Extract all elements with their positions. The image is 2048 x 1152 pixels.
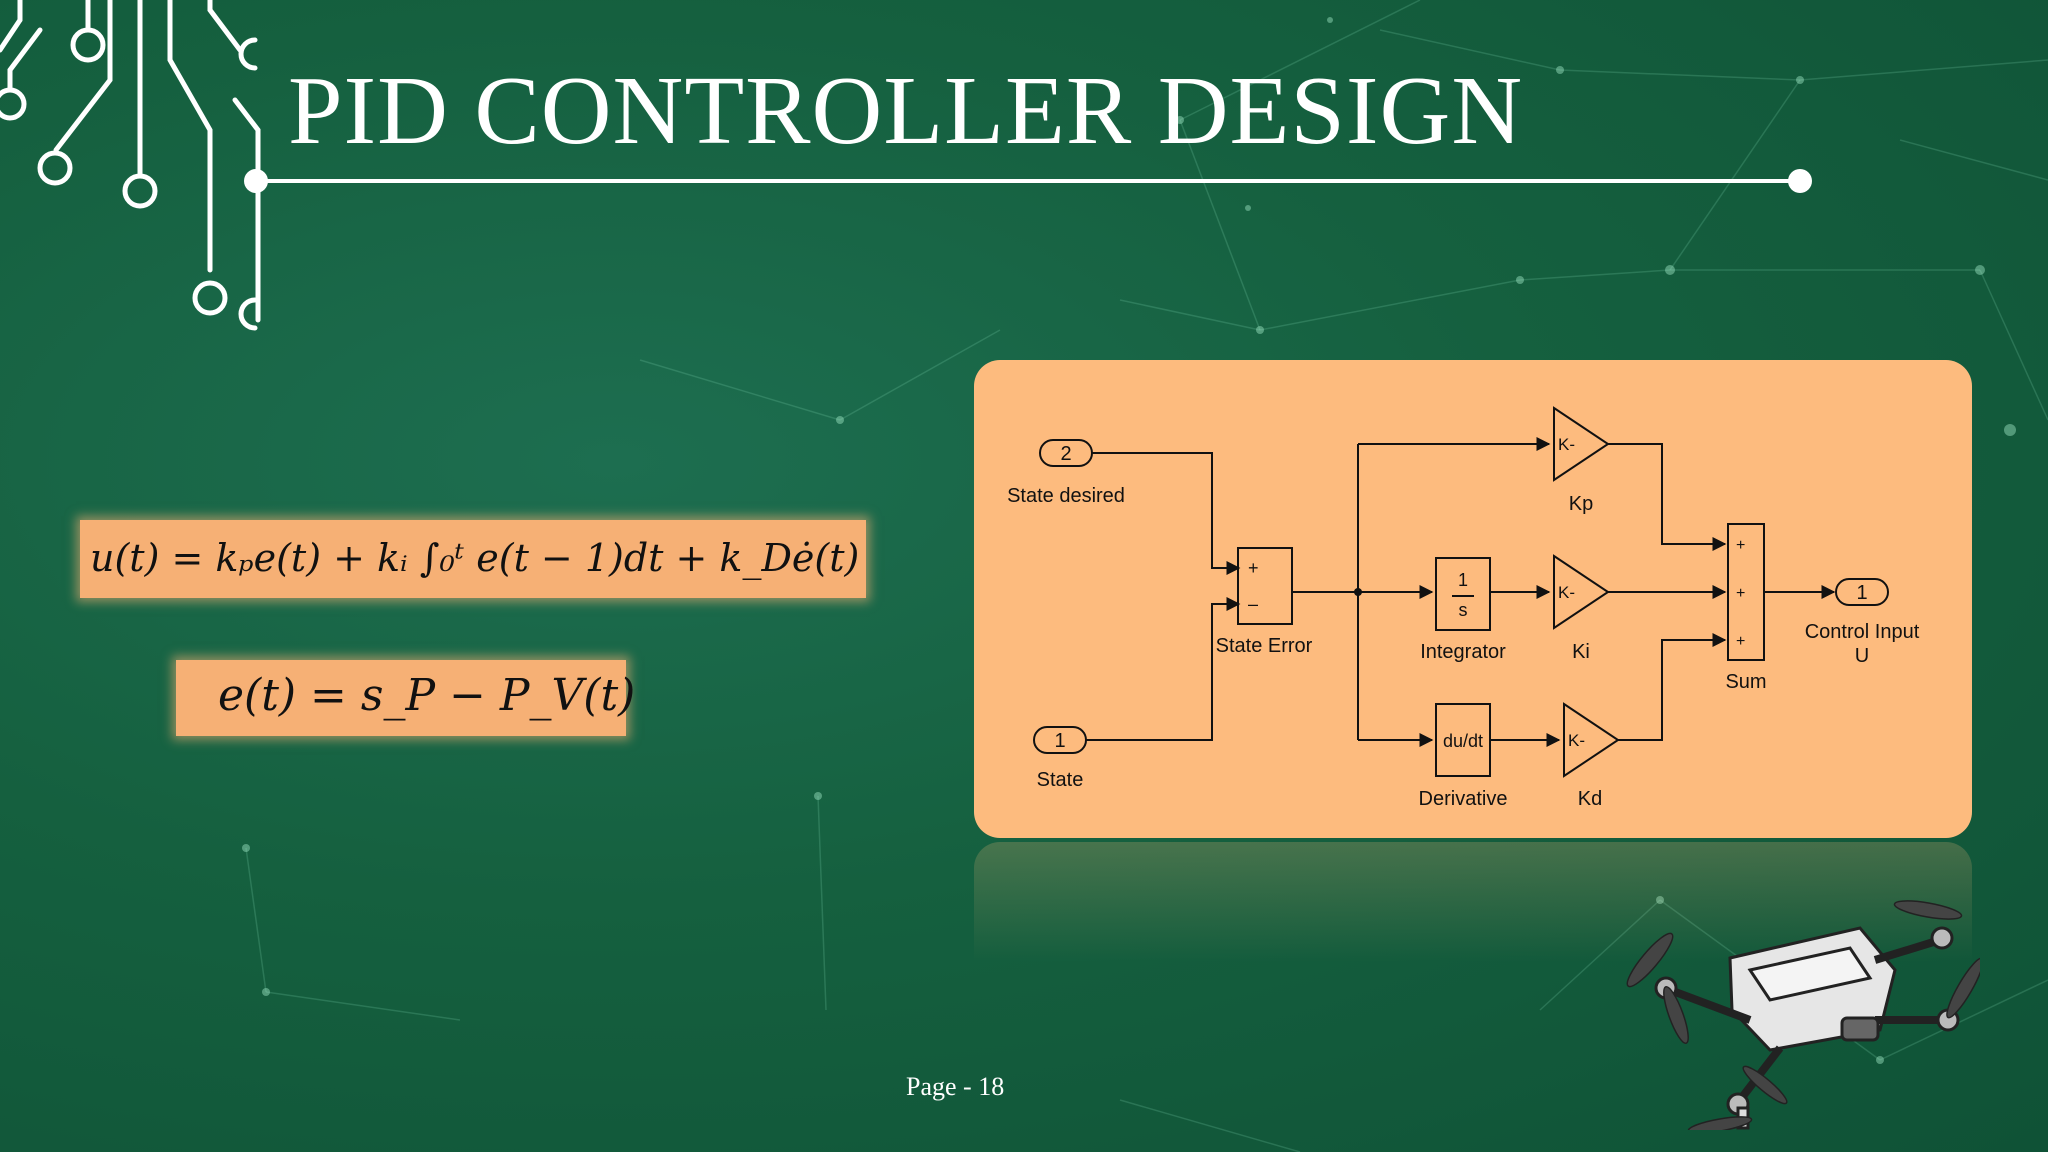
integrator-label: Integrator [1420, 641, 1506, 663]
kd-gain-text: K- [1568, 731, 1585, 750]
derivative-text: du/dt [1443, 731, 1483, 751]
inport-state-num: 1 [1054, 730, 1065, 752]
integrator-denominator: s [1459, 600, 1468, 620]
state-error-block [1237, 547, 1293, 625]
sum-sign-3: + [1736, 633, 1745, 650]
drone-icon [1626, 900, 1980, 1130]
error-equation: e(t) = s_P − P_V(t) [176, 660, 635, 736]
inport-state-label: State [1037, 769, 1084, 791]
page-number: Page - 18 [906, 1072, 1005, 1101]
kd-label: Kd [1578, 788, 1602, 810]
circuit-decoration-icon [0, 0, 261, 331]
inport-state-desired-num: 2 [1060, 443, 1071, 465]
title-underline [244, 169, 1812, 193]
kp-gain-block [1553, 406, 1610, 482]
error-text: e(t) = s_P − P_V(t) [218, 670, 636, 721]
outport-label-line1: Control Input [1805, 621, 1920, 643]
integrator-numerator: 1 [1458, 570, 1468, 590]
page-title: PID CONTROLLER DESIGN [288, 57, 1524, 165]
sum-sign-2: + [1736, 585, 1745, 602]
derivative-label: Derivative [1419, 788, 1508, 810]
sum-label: Sum [1725, 671, 1766, 693]
state-error-sign-plus: + [1248, 558, 1259, 578]
kd-gain-block [1563, 702, 1620, 778]
ki-gain-block [1553, 554, 1610, 630]
kp-gain-text: K- [1558, 435, 1575, 454]
ki-gain-text: K- [1558, 583, 1575, 602]
kp-label: Kp [1569, 493, 1593, 515]
control-law-text: u(t) = kₚe(t) + kᵢ ∫₀ᵗ e(t − 1)dt + k_Dė… [90, 536, 860, 580]
inport-state-desired-label: State desired [1007, 485, 1125, 507]
sum-sign-1: + [1736, 537, 1745, 554]
state-error-label: State Error [1216, 635, 1313, 657]
ki-label: Ki [1572, 641, 1590, 663]
outport-num: 1 [1856, 582, 1867, 604]
outport-label-line2: U [1855, 645, 1869, 667]
control-law-equation: u(t) = kₚe(t) + kᵢ ∫₀ᵗ e(t − 1)dt + k_Dė… [80, 520, 866, 598]
outport-control-input [1835, 578, 1889, 606]
state-error-sign-minus: – [1248, 594, 1258, 614]
sum-block [1727, 523, 1765, 661]
integrator-block [1435, 557, 1491, 631]
pid-block-diagram: 2 State desired 1 State + – State Error … [974, 360, 1972, 838]
pid-diagram-svg: 2 State desired 1 State + – State Error … [1007, 406, 1920, 810]
